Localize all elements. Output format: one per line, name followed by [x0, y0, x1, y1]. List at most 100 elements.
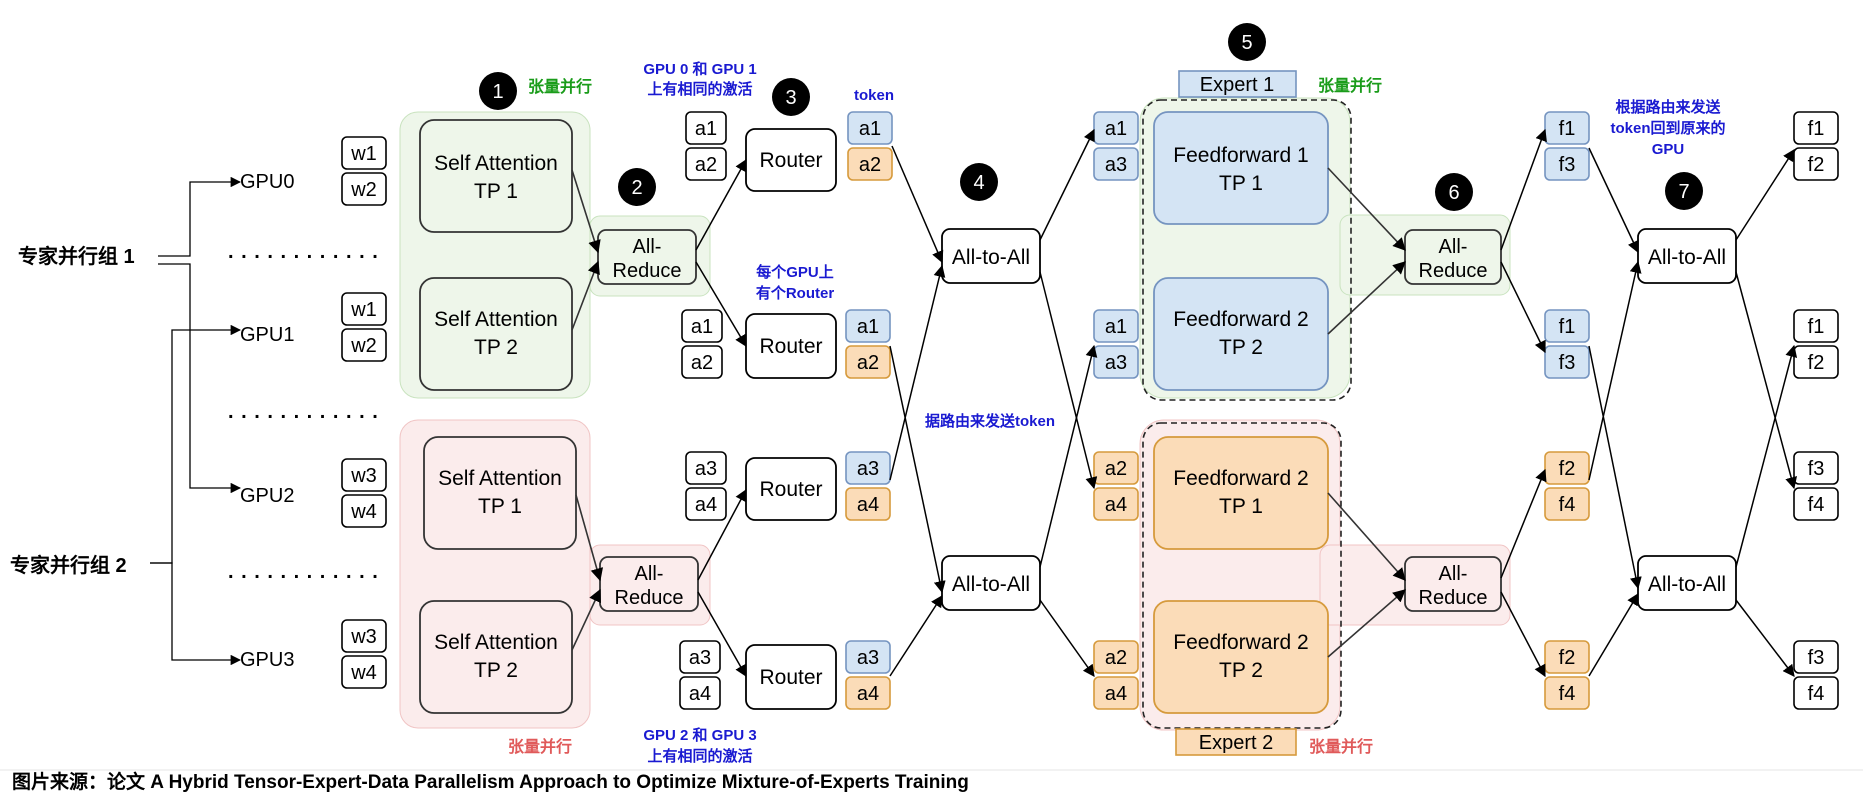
ff-title: Feedforward 2 — [1173, 467, 1308, 490]
step-badge-5 — [1228, 23, 1266, 61]
badge-number: 2 — [631, 177, 642, 199]
token-label: a2 — [1105, 647, 1127, 669]
allreduce-label: All- — [1439, 236, 1468, 258]
attention-tp: TP 2 — [474, 336, 518, 359]
ff-tp: TP 2 — [1219, 336, 1263, 359]
badge-number: 4 — [973, 172, 984, 194]
all-to-all-to-expert-arrows — [1039, 128, 1098, 677]
token-label: a3 — [1105, 154, 1127, 176]
all-to-all-label: All-to-All — [952, 573, 1030, 596]
token-label: a2 — [1105, 458, 1127, 480]
router-outputs: a1 a2 a1 a2 a3 a4 a3 a4 — [845, 111, 893, 710]
token-label: f2 — [1559, 458, 1576, 480]
activation-label: a2 — [691, 352, 713, 374]
figure-caption: 图片来源：论文 A Hybrid Tensor-Expert-Data Para… — [12, 770, 969, 793]
return-note: GPU — [1652, 141, 1685, 158]
token-label: f4 — [1559, 683, 1576, 705]
weight-label: w2 — [350, 335, 377, 357]
final-token-label: f4 — [1808, 683, 1825, 705]
final-token-label: f2 — [1808, 154, 1825, 176]
separator-dots: . . . . . . . . . . . . — [228, 561, 379, 583]
step-badge-2 — [618, 168, 656, 206]
router-to-all-to-all-arrows — [889, 145, 946, 677]
activation-label: a1 — [695, 118, 717, 140]
ff-expert2-tp1: Feedforward 2 TP 1 — [1153, 436, 1329, 550]
step-badge-6 — [1435, 173, 1473, 211]
token-label: a4 — [1105, 683, 1127, 705]
token-label: a1 — [1105, 118, 1127, 140]
token-label: a1 — [859, 118, 881, 140]
ff-expert2-tp2: Feedforward 2 TP 2 — [1153, 600, 1329, 714]
output-to-all-to-all-arrows — [1588, 147, 1642, 677]
all-to-all-label: All-to-All — [1648, 246, 1726, 269]
final-outputs: f1 f2 f1 f2 f3 f4 f3 f4 — [1793, 111, 1839, 710]
group-tree: 专家并行组 1 专家并行组 2 GPU0 GPU1 GPU2 GPU3 — [10, 171, 294, 671]
activation-label: a4 — [695, 494, 717, 516]
ff-tp: TP 1 — [1219, 495, 1263, 518]
group1-label: 专家并行组 1 — [18, 244, 135, 268]
attention-tp: TP 1 — [478, 495, 522, 518]
all-to-all-left: All-to-All All-to-All — [941, 228, 1041, 611]
token-note: token — [854, 87, 894, 104]
final-token-label: f1 — [1808, 316, 1825, 338]
gpu0-label: GPU0 — [240, 171, 294, 193]
expert-inputs: a1 a3 a1 a3 a2 a4 a2 a4 — [1093, 111, 1139, 710]
weights-gpu1: w1 w2 — [341, 292, 387, 362]
token-label: a3 — [1105, 352, 1127, 374]
same-activation-note-01: GPU 0 和 GPU 1 — [643, 61, 756, 78]
router-label: Router — [759, 478, 822, 501]
token-label: a1 — [1105, 316, 1127, 338]
step-badge-3 — [772, 78, 810, 116]
expert-outputs: f1 f3 f1 f3 f2 f4 f2 f4 — [1544, 111, 1590, 710]
token-label: f2 — [1559, 647, 1576, 669]
weight-label: w1 — [350, 143, 377, 165]
gpu3-label: GPU3 — [240, 649, 294, 671]
step-badges: 1 2 3 4 5 6 7 — [479, 23, 1703, 211]
step-badge-4 — [960, 163, 998, 201]
token-label: a3 — [857, 647, 879, 669]
badge-number: 3 — [785, 87, 796, 109]
final-token-label: f4 — [1808, 494, 1825, 516]
attention-title: Self Attention — [438, 467, 562, 490]
activation-label: a2 — [695, 154, 717, 176]
weight-label: w4 — [350, 501, 377, 523]
final-token-label: f3 — [1808, 647, 1825, 669]
weight-label: w1 — [350, 299, 377, 321]
expert1-outline — [1142, 99, 1352, 401]
token-label: f3 — [1559, 352, 1576, 374]
group2-label: 专家并行组 2 — [10, 553, 127, 577]
weights-gpu3: w3 w4 — [341, 619, 387, 689]
expert2-outline — [1142, 422, 1342, 729]
badge-number: 5 — [1241, 32, 1252, 54]
router-each-note: 每个GPU上 — [756, 263, 834, 281]
final-token-label: f3 — [1808, 458, 1825, 480]
activation-label: a3 — [695, 458, 717, 480]
allreduce-label: All- — [635, 563, 664, 585]
separator-dots: . . . . . . . . . . . . — [228, 401, 379, 423]
attention-title: Self Attention — [434, 631, 558, 654]
tensor-parallel-note: 张量并行 — [508, 737, 572, 756]
weight-label: w3 — [350, 626, 377, 648]
expert-label: Expert 2 — [1199, 732, 1273, 754]
router-label: Router — [759, 335, 822, 358]
step-badge-1 — [479, 72, 517, 110]
token-label: f1 — [1559, 118, 1576, 140]
all-to-all-label: All-to-All — [952, 246, 1030, 269]
token-label: a2 — [857, 352, 879, 374]
activation-label: a3 — [689, 647, 711, 669]
ff-title: Feedforward 2 — [1173, 308, 1308, 331]
ff-expert1-tp1: Feedforward 1 TP 1 — [1153, 111, 1329, 225]
allreduce-1: All- Reduce — [597, 229, 697, 285]
weight-label: w3 — [350, 465, 377, 487]
allreduce-4: All- Reduce — [1404, 556, 1502, 612]
allreduce-3: All- Reduce — [1404, 229, 1502, 285]
all-to-all-to-final-arrows — [1735, 148, 1798, 677]
expert2-label-box: Expert 2 — [1175, 728, 1297, 756]
route-send-note: 据路由来发送token — [925, 412, 1055, 430]
self-attention-tp2-group1: Self Attention TP 2 — [419, 277, 573, 391]
separator-dots: . . . . . . . . . . . . — [228, 241, 379, 263]
same-activation-note-01: 上有相同的激活 — [647, 80, 752, 98]
same-activation-note-23: GPU 2 和 GPU 3 — [643, 727, 756, 744]
token-label: a4 — [1105, 494, 1127, 516]
